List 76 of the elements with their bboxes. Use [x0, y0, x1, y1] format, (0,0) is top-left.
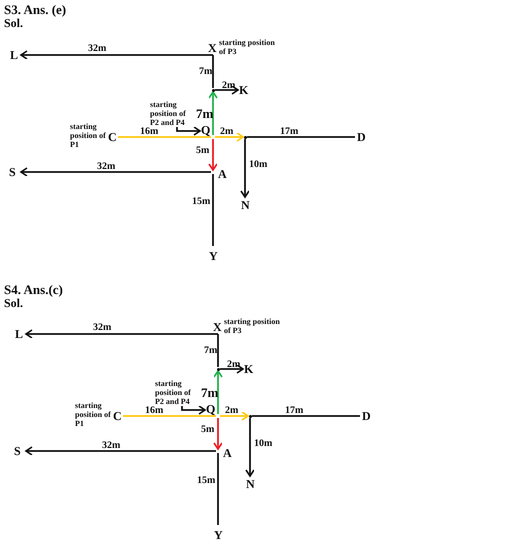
distance-label: 5m [196, 145, 210, 156]
distance-label: 15m [197, 475, 216, 486]
line [212, 55, 214, 88]
arrow [213, 370, 223, 414]
distance-label: 32m [102, 440, 120, 451]
annotation-text: starting position of P3 [219, 38, 276, 56]
answer-heading: S4. Ans.(c) [4, 283, 63, 298]
annotation-text: starting position of P3 [224, 317, 281, 335]
point-label: S [9, 166, 16, 179]
line [217, 453, 219, 525]
point-label: A [223, 447, 232, 460]
arrow [20, 167, 211, 177]
distance-label: 17m [285, 405, 304, 416]
arrow [245, 418, 255, 477]
arrow [25, 329, 218, 339]
arrow [208, 91, 218, 135]
junction-point [212, 88, 214, 92]
annotation-text: starting position of P2 and P4 [150, 100, 194, 127]
distance-label: 2m [220, 126, 234, 137]
arrow [25, 446, 216, 456]
solution-heading: Sol. [4, 297, 24, 310]
leader-arrow [176, 126, 201, 136]
point-label: Q [206, 403, 216, 416]
distance-label: 17m [280, 126, 298, 137]
distance-label: 16m [140, 126, 158, 137]
point-label: N [246, 478, 255, 491]
point-label: Q [201, 124, 210, 137]
line [212, 174, 214, 246]
distance-label: 2m [227, 359, 240, 370]
distance-label: 10m [254, 438, 272, 449]
distance-label: 16m [145, 405, 164, 416]
junction-point [216, 368, 220, 370]
annotation-text: starting position of P1 [70, 122, 107, 149]
line [123, 415, 216, 417]
answer-heading: S3. Ans. (e) [4, 3, 66, 18]
arrow [213, 418, 223, 450]
distance-label: 32m [88, 43, 106, 54]
annotation-text: starting position of P1 [75, 401, 112, 428]
point-label: K [239, 84, 248, 97]
arrow [215, 132, 244, 142]
point-label: N [241, 199, 250, 212]
arrow [20, 50, 213, 60]
distance-label: 32m [93, 322, 112, 333]
distance-label: 2m [222, 80, 236, 91]
point-label: X [208, 42, 217, 55]
solution-heading: Sol. [4, 17, 24, 30]
point-label: Y [209, 250, 218, 263]
point-label: K [244, 363, 254, 376]
arrow [208, 139, 218, 171]
arrow [220, 411, 249, 421]
line [252, 415, 360, 417]
point-label: L [10, 49, 18, 62]
point-label: D [362, 410, 371, 423]
line [247, 136, 355, 138]
point-label: C [108, 131, 117, 144]
point-label: C [113, 410, 122, 423]
distance-label: 5m [201, 424, 214, 435]
arrow [215, 85, 239, 95]
line [217, 334, 219, 367]
junction-point [248, 414, 252, 418]
distance-label: 32m [97, 161, 116, 172]
leader-arrow [181, 405, 206, 415]
annotation-text: starting position of P2 and P4 [155, 379, 199, 406]
distance-label: 15m [192, 196, 210, 207]
point-label: S [14, 445, 21, 458]
point-label: D [357, 131, 366, 144]
point-label: L [15, 328, 24, 341]
junction-point [244, 136, 246, 138]
distance-label: 2m [225, 405, 238, 416]
distance-label: 10m [249, 159, 268, 170]
line [118, 136, 211, 138]
point-label: A [218, 168, 227, 181]
arrow [220, 364, 244, 374]
point-label: X [213, 321, 222, 334]
point-label: Y [214, 529, 223, 542]
arrow [240, 139, 250, 198]
